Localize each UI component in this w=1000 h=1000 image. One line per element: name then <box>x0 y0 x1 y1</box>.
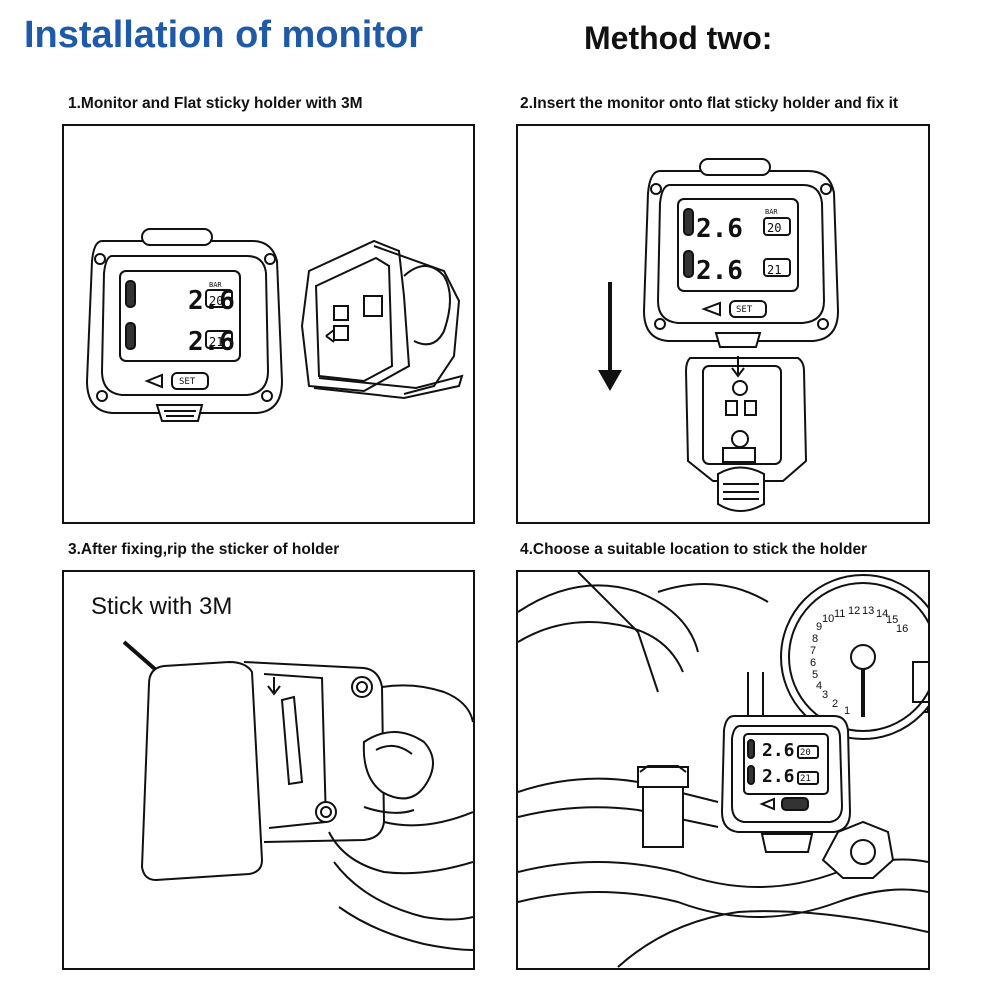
speedometer-gauge <box>780 574 928 740</box>
monitor-pressure-2: 2.6 <box>188 327 235 357</box>
step-4-caption: 4.Choose a suitable location to stick th… <box>520 541 868 558</box>
step-4-panel: 1 2 3 4 5 6 7 8 9 10 11 12 13 14 15 16 <box>516 570 930 970</box>
monitor-pressure-1: 2.6 <box>188 286 235 316</box>
monitor-set-label: SET <box>736 305 753 315</box>
monitor-temp-2: 21 <box>209 335 223 349</box>
monitor-temp-1: 20 <box>209 294 223 308</box>
step-2-illustration: 2.6 2.6 BAR 20 21 SET <box>598 158 840 512</box>
down-arrow-icon <box>598 282 622 391</box>
monitor-pressure-1: 2.6 <box>696 214 743 244</box>
speed-tick: 7 <box>810 645 816 657</box>
step-2-caption: 2.Insert the monitor onto flat sticky ho… <box>520 95 899 112</box>
speed-tick: 4 <box>816 680 822 692</box>
page-title: Installation of monitor <box>24 14 423 56</box>
speed-tick: 3 <box>822 689 828 701</box>
speed-tick: 8 <box>812 633 818 645</box>
method-heading: Method two: <box>584 20 773 56</box>
monitor-device <box>720 715 852 853</box>
speed-tick: 2 <box>832 698 838 710</box>
speed-tick: 1 <box>844 705 850 717</box>
monitor-temp-2: 21 <box>767 263 781 277</box>
monitor-temp-1: 20 <box>767 221 781 235</box>
monitor-unit: BAR <box>209 281 222 289</box>
step-1-panel: 2.6 2.6 BAR 20 21 SET <box>62 124 475 524</box>
speed-tick: 10 <box>822 613 834 625</box>
monitor-temp-1: 20 <box>800 748 811 758</box>
monitor-pressure-2: 2.6 <box>696 256 743 286</box>
monitor-pressure-1: 2.6 <box>762 740 795 761</box>
speed-tick: 9 <box>816 621 822 633</box>
monitor-device <box>85 228 284 422</box>
sticky-holder <box>300 239 464 400</box>
sticker-pad <box>140 660 264 882</box>
step-1-caption: 1.Monitor and Flat sticky holder with 3M <box>68 95 363 112</box>
speed-tick: 12 <box>848 605 860 617</box>
speed-tick: 13 <box>862 605 874 617</box>
monitor-temp-2: 21 <box>800 774 811 784</box>
speed-tick: 15 <box>886 614 898 626</box>
monitor-set-label: SET <box>179 377 196 387</box>
monitor-device <box>642 158 840 348</box>
holder-and-hand <box>243 661 473 951</box>
sticky-holder <box>684 356 808 512</box>
speed-tick: 16 <box>896 623 908 635</box>
step-1-illustration: 2.6 2.6 BAR 20 21 SET <box>85 228 464 422</box>
step-3-caption: 3.After fixing,rip the sticker of holder <box>68 541 340 558</box>
step-2-panel: 2.6 2.6 BAR 20 21 SET <box>516 124 930 524</box>
step-3-panel: Stick with 3M <box>62 570 475 970</box>
stick-note: Stick with 3M <box>91 593 233 620</box>
speed-tick: 14 <box>876 608 888 620</box>
monitor-pressure-2: 2.6 <box>762 766 795 787</box>
step-3-illustration <box>122 640 473 951</box>
speed-tick: 5 <box>812 669 818 681</box>
step-4-illustration: 1 2 3 4 5 6 7 8 9 10 11 12 13 14 15 16 <box>518 572 928 968</box>
speed-tick: 6 <box>810 657 816 669</box>
speedometer-ticks: 1 2 3 4 5 6 7 8 9 10 11 12 13 14 15 16 <box>810 605 908 717</box>
speed-tick: 11 <box>834 608 845 620</box>
monitor-unit: BAR <box>765 208 778 216</box>
